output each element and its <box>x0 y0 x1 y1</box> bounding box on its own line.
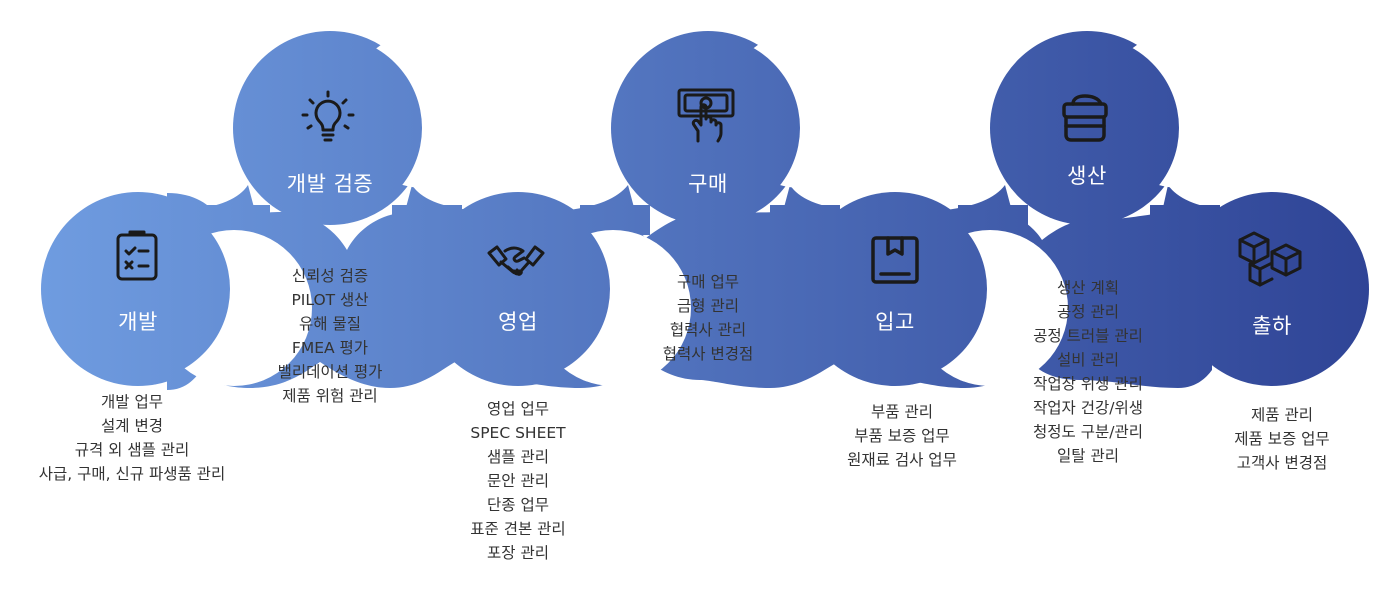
payment-hand-icon <box>676 85 736 145</box>
list-item: 제품 보증 업무 <box>1234 430 1330 448</box>
list-item: 사급, 구매, 신규 파생품 관리 <box>38 465 226 483</box>
stage-title-receiving: 입고 <box>875 310 915 334</box>
task-list-purchase: 구매 업무 금형 관리 협력사 관리 협력사 변경점 <box>588 270 828 366</box>
list-item: 유해 물질 <box>299 315 361 333</box>
list-item: 부품 관리 <box>871 403 933 421</box>
stage-title-verify: 개발 검증 <box>286 172 374 196</box>
handshake-icon <box>486 231 546 291</box>
list-item: FMEA 평가 <box>291 339 369 357</box>
list-item: 청정도 구분/관리 <box>1033 423 1143 441</box>
list-item: 고객사 변경점 <box>1236 454 1328 472</box>
stage-title-purchase: 구매 <box>688 172 728 196</box>
list-item: 표준 견본 관리 <box>470 520 566 538</box>
list-item: SPEC SHEET <box>470 424 566 442</box>
list-item: 협력사 관리 <box>669 321 747 339</box>
bridge-waists <box>200 205 1220 235</box>
list-item: 제품 위험 관리 <box>282 387 378 405</box>
list-item: 포장 관리 <box>487 544 549 562</box>
list-item: 신뢰성 검증 <box>291 267 369 285</box>
list-item: 구매 업무 <box>677 273 739 291</box>
list-item: 규격 외 샘플 관리 <box>74 441 190 459</box>
stage-title-sales: 영업 <box>498 310 538 334</box>
list-item: 작업자 건강/위생 <box>1033 399 1143 417</box>
list-item: 협력사 변경점 <box>662 345 754 363</box>
task-list-sales: 영업 업무 SPEC SHEET 샘플 관리 문안 관리 단종 업무 표준 견본… <box>398 397 638 565</box>
list-item: 영업 업무 <box>487 400 549 418</box>
stage-title-shipping: 출하 <box>1252 314 1292 338</box>
task-list-production: 생산 계획 공정 관리 공정 트러블 관리 설비 관리 작업장 위생 관리 작업… <box>968 276 1208 468</box>
task-list-shipping: 제품 관리 제품 보증 업무 고객사 변경점 <box>1162 403 1400 475</box>
list-item: 생산 계획 <box>1057 279 1119 297</box>
list-item: 공정 트러블 관리 <box>1033 327 1143 345</box>
list-item: 문안 관리 <box>487 472 549 490</box>
list-item: 단종 업무 <box>487 496 549 514</box>
stage-circles-top <box>46 36 1364 381</box>
package-box-icon <box>865 230 925 290</box>
list-item: 부품 보증 업무 <box>854 427 950 445</box>
stage-title-production: 생산 <box>1067 164 1107 188</box>
cream-jar-icon <box>1055 88 1115 148</box>
lightbulb-icon <box>298 88 358 148</box>
list-item: 제품 관리 <box>1251 406 1313 424</box>
list-item: 공정 관리 <box>1057 303 1119 321</box>
list-item: 밸리데이션 평가 <box>277 363 383 381</box>
list-item: 일탈 관리 <box>1057 447 1119 465</box>
list-item: 작업장 위생 관리 <box>1033 375 1143 393</box>
stage-title-dev: 개발 <box>118 310 158 334</box>
checklist-icon <box>108 226 168 286</box>
boxes-icon <box>1236 228 1302 288</box>
list-item: 샘플 관리 <box>487 448 549 466</box>
list-item: 설비 관리 <box>1057 351 1119 369</box>
list-item: 설계 변경 <box>101 417 163 435</box>
task-list-receiving: 부품 관리 부품 보증 업무 원재료 검사 업무 <box>782 400 1022 472</box>
list-item: PILOT 생산 <box>291 291 369 309</box>
list-item: 개발 업무 <box>101 393 163 411</box>
list-item: 원재료 검사 업무 <box>847 451 957 469</box>
list-item: 금형 관리 <box>677 297 739 315</box>
task-list-verify: 신뢰성 검증 PILOT 생산 유해 물질 FMEA 평가 밸리데이션 평가 제… <box>210 264 450 408</box>
task-list-dev: 개발 업무 설계 변경 규격 외 샘플 관리 사급, 구매, 신규 파생품 관리 <box>12 390 252 486</box>
